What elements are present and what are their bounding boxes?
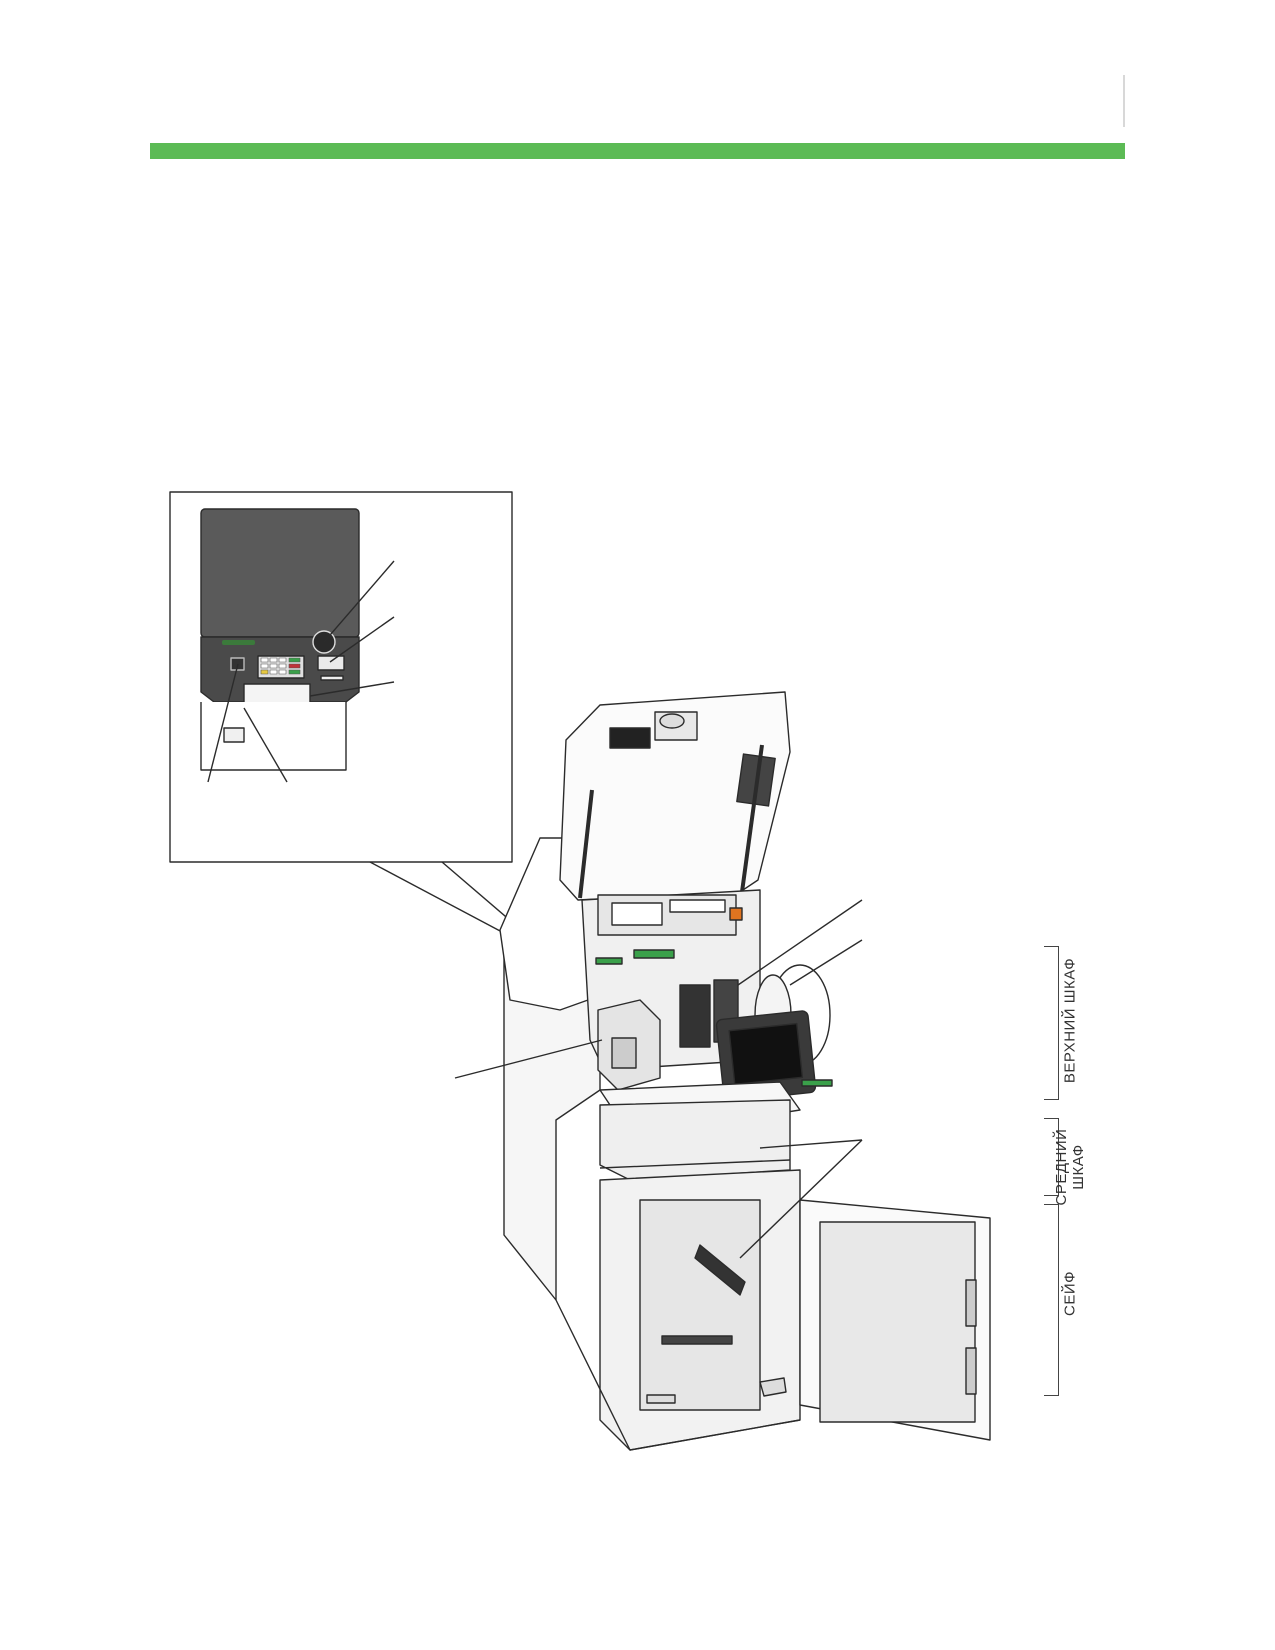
middle-cabinet-label: СРЕДНИЙ ШКАФ: [1053, 1107, 1087, 1227]
upper-cabinet-label: ВЕРХНИЙ ШКАФ: [1061, 957, 1079, 1084]
middle-cabinet-label-line1: СРЕДНИЙ: [1053, 1128, 1070, 1206]
inset-detail: [169, 491, 513, 933]
card-reader-icon: [317, 655, 345, 671]
callout-leaders: [454, 899, 863, 1259]
header-divider: [1123, 75, 1125, 127]
screen-panel: [200, 508, 360, 638]
upper-cabinet-bracket: [1044, 946, 1059, 1100]
atm-main: [499, 691, 991, 1451]
display-icon: [715, 1010, 817, 1102]
keypad-icon: [257, 655, 305, 679]
middle-cabinet-bracket: [1044, 1118, 1059, 1196]
safe-bracket: [1044, 1204, 1059, 1396]
accent-band: [150, 143, 1125, 159]
middle-cabinet-label-line2: ШКАФ: [1070, 1144, 1087, 1190]
safe-label: СЕЙФ: [1061, 1270, 1079, 1317]
